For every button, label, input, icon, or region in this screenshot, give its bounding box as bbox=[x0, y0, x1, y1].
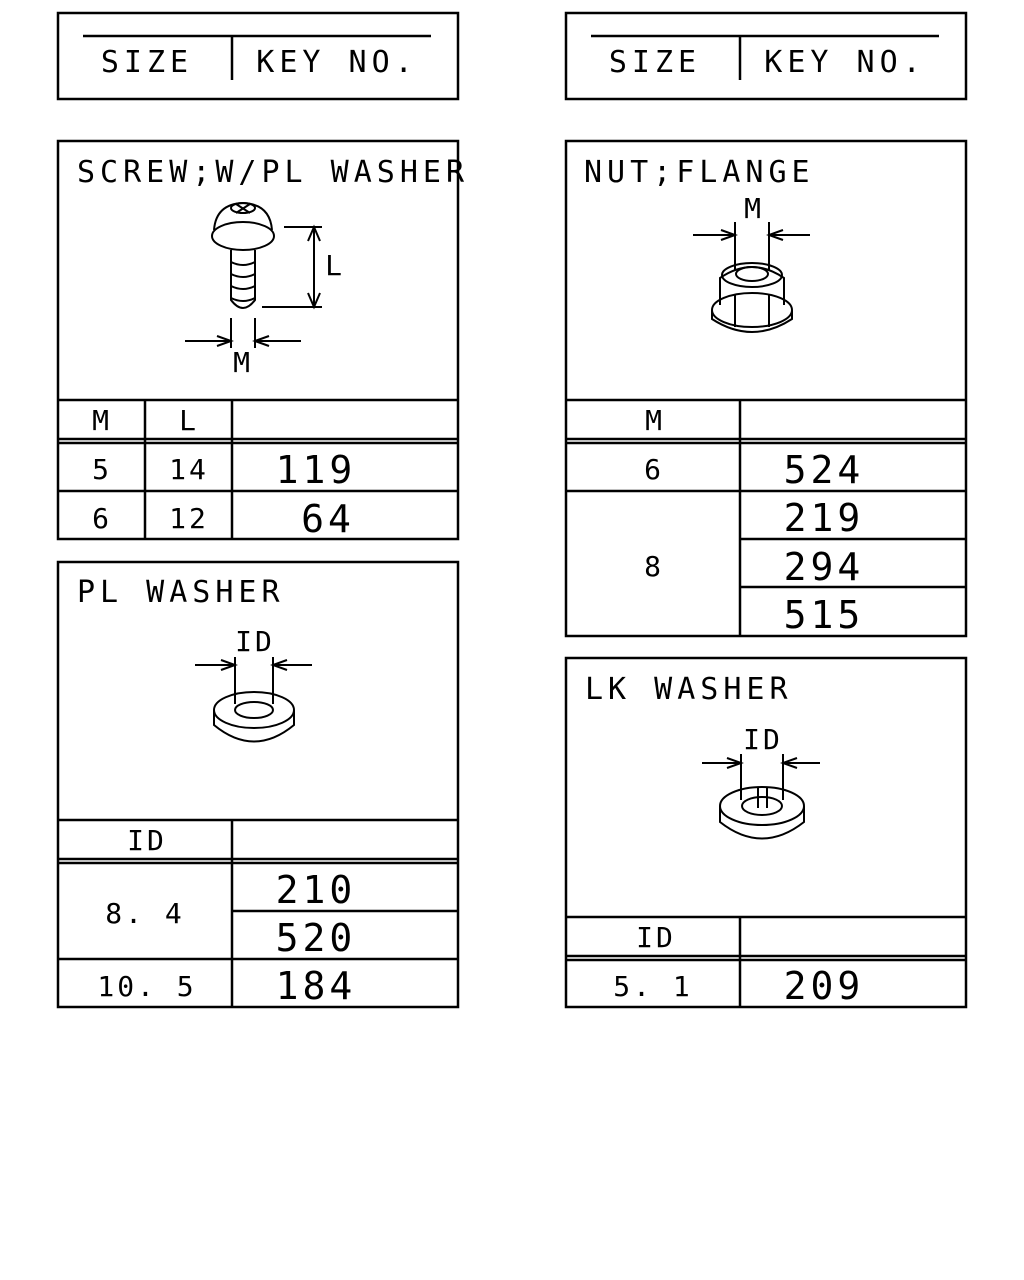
lk-washer-header-id: ID bbox=[636, 921, 676, 954]
legend-key-label: KEY NO. bbox=[256, 45, 417, 80]
screw-dim-length-label: L bbox=[325, 249, 345, 282]
pl-washer-row-id: 10. 5 bbox=[97, 970, 196, 1003]
table-row: 5. 1 209 bbox=[613, 964, 865, 1008]
nut-row-key: 294 bbox=[784, 545, 865, 589]
nut-header-m: M bbox=[645, 404, 665, 437]
lk-washer-panel: LK WASHER ID ID 5. 1 209 bbox=[564, 656, 968, 1009]
screw-title: SCREW;W/PL WASHER bbox=[77, 155, 469, 190]
nut-row-key: 524 bbox=[784, 448, 865, 492]
pl-washer-dim-label: ID bbox=[235, 625, 275, 658]
screw-dim-thread-label: M bbox=[233, 346, 253, 379]
legend-key-label: KEY NO. bbox=[764, 45, 925, 80]
pl-washer-title: PL WASHER bbox=[77, 575, 285, 610]
screw-row-l: 12 bbox=[169, 502, 209, 535]
legend-size-label: SIZE bbox=[609, 45, 701, 80]
lk-washer-row-id: 5. 1 bbox=[613, 970, 692, 1003]
screw-row-key: 119 bbox=[276, 448, 357, 492]
legend-size-label: SIZE bbox=[101, 45, 193, 80]
screw-panel: SCREW;W/PL WASHER L bbox=[56, 139, 469, 541]
screw-row-key: 64 bbox=[301, 497, 355, 541]
pl-washer-panel: PL WASHER ID ID 8. 4 210 520 10. 5 1 bbox=[56, 560, 460, 1009]
screw-header-l: L bbox=[179, 404, 199, 437]
nut-row-key: 515 bbox=[784, 593, 865, 637]
pl-washer-row-key: 520 bbox=[276, 916, 357, 960]
lk-washer-title: LK WASHER bbox=[585, 672, 793, 707]
nut-row-m: 6 bbox=[644, 453, 664, 486]
nut-dim-thread-label: M bbox=[744, 192, 764, 225]
legend-box-left: SIZE KEY NO. bbox=[56, 11, 460, 101]
screw-row-m: 6 bbox=[92, 502, 112, 535]
nut-panel: NUT;FLANGE M M 6 524 bbox=[564, 139, 968, 638]
lock-washer-icon bbox=[702, 754, 820, 840]
table-row: 10. 5 184 bbox=[97, 964, 357, 1008]
washer-icon bbox=[195, 657, 312, 743]
flange-nut-icon bbox=[693, 222, 810, 333]
pl-washer-row-key: 210 bbox=[276, 868, 357, 912]
table-row: 8 219 294 515 bbox=[644, 496, 865, 637]
nut-title: NUT;FLANGE bbox=[584, 155, 815, 190]
table-row: 6 12 64 bbox=[92, 497, 355, 541]
lk-washer-dim-label: ID bbox=[743, 723, 783, 756]
screw-icon bbox=[185, 201, 322, 348]
table-row: 6 524 bbox=[644, 448, 865, 492]
screw-header-m: M bbox=[92, 404, 112, 437]
screw-row-l: 14 bbox=[169, 453, 209, 486]
lk-washer-row-key: 209 bbox=[784, 964, 865, 1008]
pl-washer-row-id: 8. 4 bbox=[105, 897, 184, 930]
nut-row-m: 8 bbox=[644, 550, 664, 583]
table-row: 8. 4 210 520 bbox=[105, 868, 357, 960]
pl-washer-header-id: ID bbox=[127, 824, 167, 857]
screw-row-m: 5 bbox=[92, 453, 112, 486]
table-row: 5 14 119 bbox=[92, 448, 357, 492]
nut-row-key: 219 bbox=[784, 496, 865, 540]
pl-washer-row-key: 184 bbox=[276, 964, 357, 1008]
legend-box-right: SIZE KEY NO. bbox=[564, 11, 968, 101]
